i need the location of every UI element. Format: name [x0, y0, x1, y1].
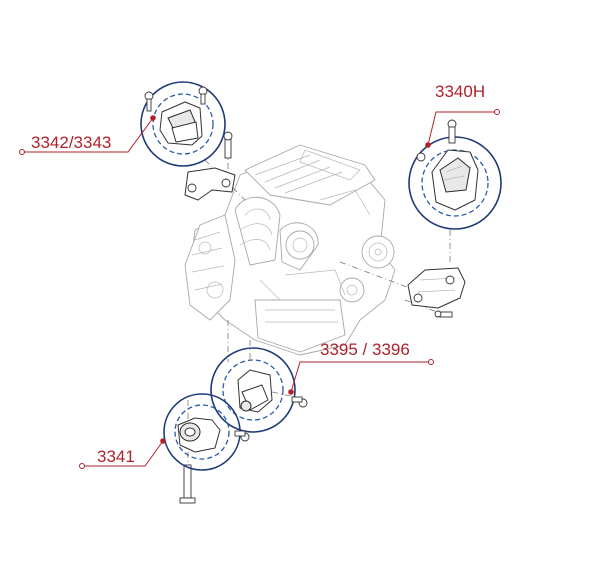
- mount-detail-circle-3395-3396[interactable]: [210, 347, 308, 433]
- upper-left-bracket: [184, 131, 236, 201]
- callout-3340h[interactable]: 3340H: [425, 82, 500, 148]
- callout-label-3395-3396: 3395 / 3396: [320, 340, 410, 359]
- long-mounting-bolt: [179, 464, 196, 504]
- callout-3342-3343[interactable]: 3342/3343: [19, 115, 156, 155]
- engine-assembly: [184, 144, 396, 356]
- callout-3395-3396[interactable]: 3395 / 3396: [288, 340, 434, 395]
- mount-detail-circle-3341[interactable]: [163, 393, 250, 471]
- right-side-bracket: [407, 267, 466, 318]
- callout-label-3340h: 3340H: [435, 82, 485, 101]
- callout-label-3341: 3341: [97, 447, 135, 466]
- callout-3341[interactable]: 3341: [79, 438, 166, 469]
- mount-detail-circle-3340h[interactable]: [408, 119, 502, 230]
- mount-detail-circle-3342-3343[interactable]: [140, 81, 226, 167]
- callout-label-3342-3343: 3342/3343: [31, 133, 111, 152]
